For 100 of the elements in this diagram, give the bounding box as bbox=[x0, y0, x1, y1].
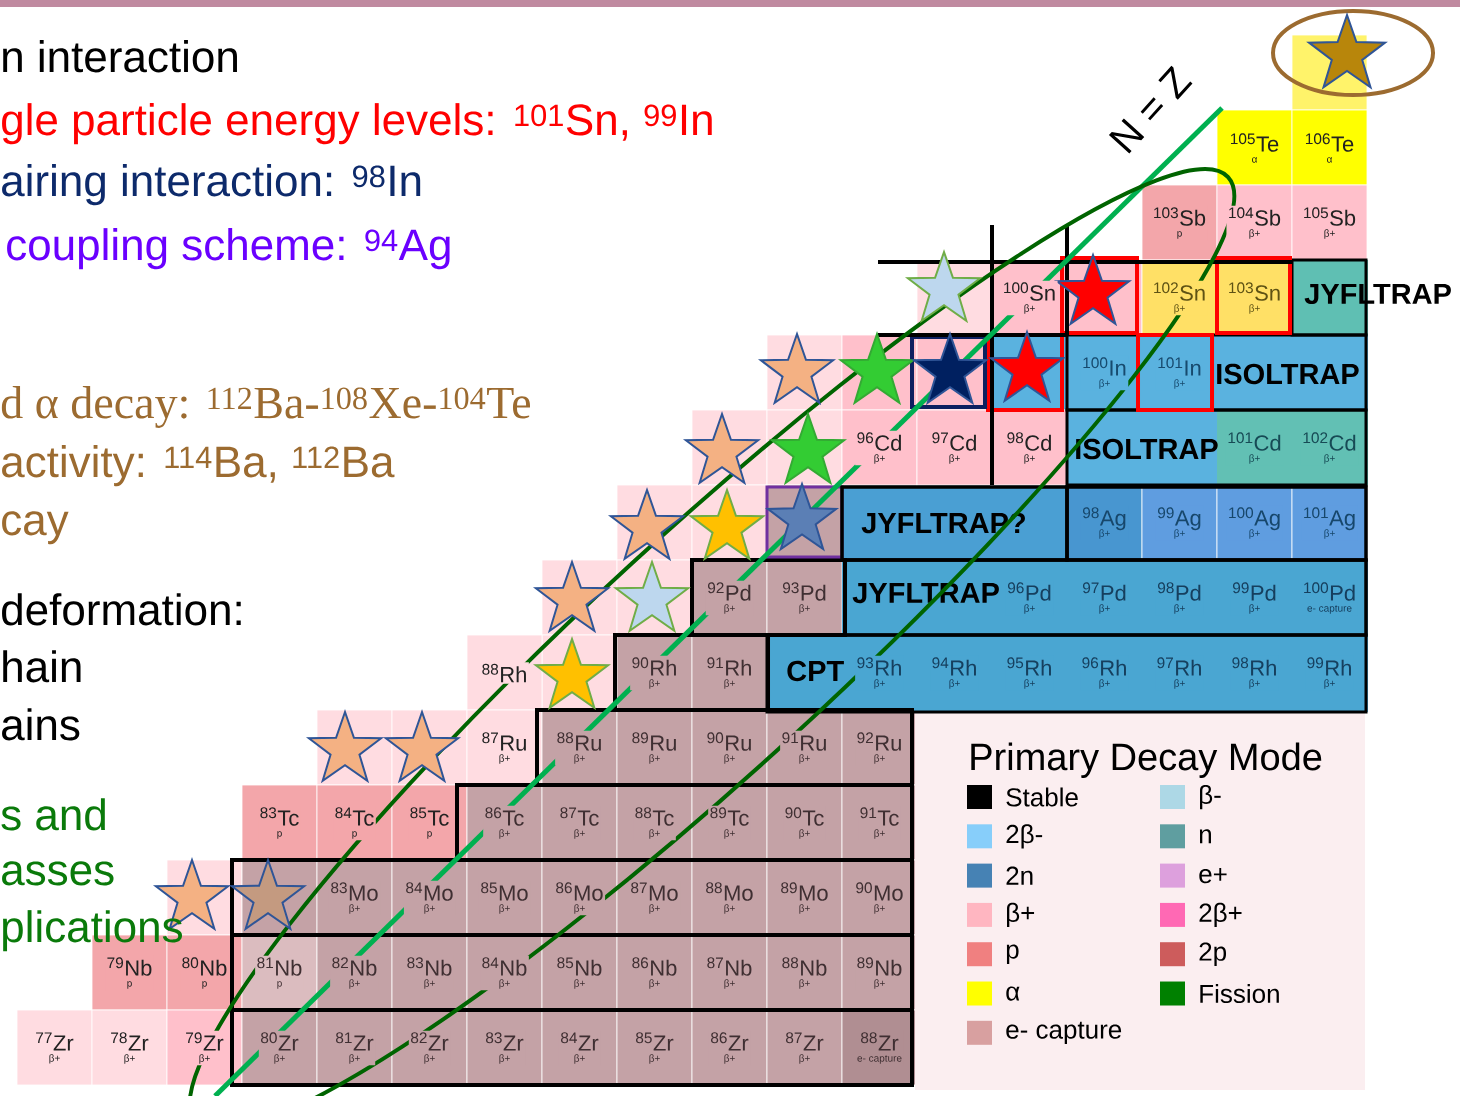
text-line: Primary Decay Mode bbox=[971, 742, 1322, 778]
nuclide-label: $^{81}$Nb p bbox=[255, 955, 304, 991]
legend-label: e- capture bbox=[1006, 1021, 1122, 1044]
nuclide-label: $^{100}$Ag β+ bbox=[1226, 505, 1283, 541]
text-line: deformation: bbox=[2, 593, 241, 626]
nuclide-label: $^{88}$Nb β+ bbox=[780, 955, 829, 991]
nuclide-label: $^{96}$Pd β+ bbox=[1005, 580, 1054, 616]
nuclide-label: $^{98}$Ag β+ bbox=[1080, 505, 1129, 541]
nuclide-label: $^{91}$Tc β+ bbox=[858, 805, 901, 841]
nuclide-label: $^{100}$Pd e- capture bbox=[1301, 580, 1358, 616]
nuclide-label: $^{103}$Sb p bbox=[1151, 205, 1208, 241]
nuclide-label: $^{84}$Mo β+ bbox=[403, 880, 456, 916]
text-line: ains bbox=[2, 708, 80, 741]
nuclide-label: $^{106}$Te α bbox=[1303, 131, 1356, 165]
nuclide-label: $^{88}$Ru β+ bbox=[555, 730, 604, 766]
text-line: d α decay: $^{112}$Ba-$^{108}$Xe-$^{104}$Te bbox=[1, 386, 530, 428]
text-line: hain bbox=[3, 650, 81, 683]
nuclide-label: $^{85}$Nb β+ bbox=[555, 955, 604, 991]
legend-label: p bbox=[1006, 944, 1019, 964]
legend-label: 2β- bbox=[1006, 824, 1043, 849]
nuclide-label: $^{82}$Nb β+ bbox=[330, 955, 379, 991]
legend-label: β+ bbox=[1007, 902, 1035, 928]
nuclide-label: $^{80}$Nb p bbox=[180, 955, 229, 991]
nuclide-label: $^{98}$Pd β+ bbox=[1155, 580, 1204, 616]
text-line: activity: $^{114}$Ba, $^{112}$Ba bbox=[2, 445, 395, 487]
legend-label: 2β+ bbox=[1199, 902, 1242, 928]
nuclide-label: $^{97}$Pd β+ bbox=[1080, 580, 1129, 616]
legend-label: Stable bbox=[1006, 787, 1078, 807]
legend-label: 2p bbox=[1199, 942, 1227, 966]
text-line: airing interaction: $^{98}$In bbox=[2, 164, 421, 206]
node-label: β+ bbox=[499, 979, 510, 989]
nuclide-label: $^{101}$Cd β+ bbox=[1225, 430, 1284, 466]
nuclide-label: $^{93}$Pd β+ bbox=[780, 580, 829, 616]
legend-label: n bbox=[1199, 829, 1211, 844]
nuclide-label: $^{83}$Nb β+ bbox=[405, 955, 454, 991]
nuclide-label: $^{100}$In β+ bbox=[1080, 355, 1129, 391]
nuclide-label: $^{87}$Tc β+ bbox=[558, 805, 601, 841]
nuclide-label: $^{86}$Mo β+ bbox=[553, 880, 606, 916]
nuclide-label: $^{88}$Mo β+ bbox=[703, 880, 756, 916]
nuclide-label: $^{99}$Ag β+ bbox=[1155, 505, 1204, 541]
text-line: s and bbox=[1, 798, 105, 831]
nuclide-label: $^{98}$Cd β+ bbox=[1005, 430, 1054, 466]
nuclide-label: $^{89}$Mo β+ bbox=[778, 880, 831, 916]
node-label: $^{84}$Nb bbox=[482, 957, 527, 976]
nuclide-label: $^{97}$Cd β+ bbox=[930, 430, 979, 466]
nuclide-label: $^{89}$Nb β+ bbox=[855, 955, 904, 991]
nuclide-label: $^{90}$Rh β+ bbox=[630, 655, 679, 691]
nuclide-label: $^{105}$Te α bbox=[1228, 131, 1281, 165]
nuclide-label: $^{93}$Rh β+ bbox=[855, 655, 904, 691]
nuclide-label: $^{88}$Rh bbox=[480, 662, 529, 684]
nuclide-label: $^{90}$Ru β+ bbox=[705, 730, 754, 766]
legend-label: e+ bbox=[1199, 868, 1227, 884]
nuclide-label: $^{91}$Rh β+ bbox=[705, 655, 754, 691]
nuclide-label: $^{103}$Sn β+ bbox=[1226, 280, 1283, 316]
nuclide-label: $^{100}$Sn β+ bbox=[1001, 280, 1058, 316]
nuclide-label: $^{92}$Pd β+ bbox=[705, 580, 754, 616]
nuclide-label: $^{87}$Ru β+ bbox=[480, 730, 529, 766]
legend-label: Fission bbox=[1200, 983, 1279, 1004]
nuclide-label: $^{105}$Sb β+ bbox=[1301, 205, 1358, 241]
text-line: gle particle energy levels: $^{101}$Sn, $^{99}$In bbox=[2, 103, 712, 145]
nuclide-label: $^{89}$Ru β+ bbox=[630, 730, 679, 766]
nuclide-label: $^{96}$Rh β+ bbox=[1080, 655, 1129, 691]
text-line: coupling scheme: $^{94}$Ag bbox=[7, 228, 450, 270]
nuclide-label: $^{85}$Mo β+ bbox=[478, 880, 531, 916]
text-line: cay bbox=[2, 511, 69, 545]
legend-label: α bbox=[1006, 986, 1020, 1001]
nuclide-label: $^{94}$Rh β+ bbox=[930, 655, 979, 691]
nuclide-label: $^{79}$Nb p bbox=[105, 955, 154, 991]
nuclide-label: $^{99}$Rh β+ bbox=[1305, 655, 1354, 691]
nuclide-label: $^{84}$Tc p bbox=[333, 805, 376, 841]
nuclide-label: $^{86}$Nb β+ bbox=[630, 955, 679, 991]
text-line: plications bbox=[3, 910, 182, 952]
nuclide-label: $^{86}$Tc β+ bbox=[483, 805, 526, 841]
nuclide-label: $^{97}$Rh β+ bbox=[1155, 655, 1204, 691]
nuclide-label: $^{88}$Zr e- capture bbox=[855, 1030, 904, 1066]
nuclide-label: $^{91}$Ru β+ bbox=[780, 730, 829, 766]
nuclide-label: $^{85}$Tc p bbox=[408, 805, 451, 841]
text-line: asses bbox=[2, 861, 114, 886]
nuclide-label: $^{92}$Ru β+ bbox=[855, 730, 904, 766]
nuclide-label: $^{83}$Mo β+ bbox=[328, 880, 381, 916]
nuclide-label: $^{83}$Tc p bbox=[258, 805, 301, 841]
nuclide-label: $^{96}$Cd β+ bbox=[855, 430, 904, 466]
nuclide-label: $^{88}$Tc β+ bbox=[633, 805, 676, 841]
nuclide-label: $^{84}$Nb β+ bbox=[480, 955, 529, 991]
legend-label: β- bbox=[1200, 784, 1221, 810]
nuclide-label: $^{87}$Mo β+ bbox=[628, 880, 681, 916]
nuclide-label: $^{101}$In β+ bbox=[1155, 355, 1204, 391]
nuclide-label: $^{102}$Cd β+ bbox=[1300, 430, 1359, 466]
axis-label: N = Z bbox=[1108, 65, 1193, 154]
nuclide-label: $^{101}$Ag β+ bbox=[1301, 505, 1358, 541]
text-line: n interaction bbox=[3, 40, 237, 73]
nuclide-label: $^{90}$Tc β+ bbox=[783, 805, 826, 841]
nuclide-label: $^{90}$Mo β+ bbox=[853, 880, 906, 916]
nuclide-label: $^{98}$Rh β+ bbox=[1230, 655, 1279, 691]
nuclide-label: $^{95}$Rh β+ bbox=[1005, 655, 1054, 691]
node-label: ISOLTRAP bbox=[1076, 438, 1218, 460]
nuclide-label: $^{87}$Nb β+ bbox=[705, 955, 754, 991]
nuclide-label: $^{99}$Pd β+ bbox=[1230, 580, 1279, 616]
legend-label: 2n bbox=[1006, 866, 1033, 885]
nuclide-label: $^{102}$Sn β+ bbox=[1151, 280, 1208, 316]
